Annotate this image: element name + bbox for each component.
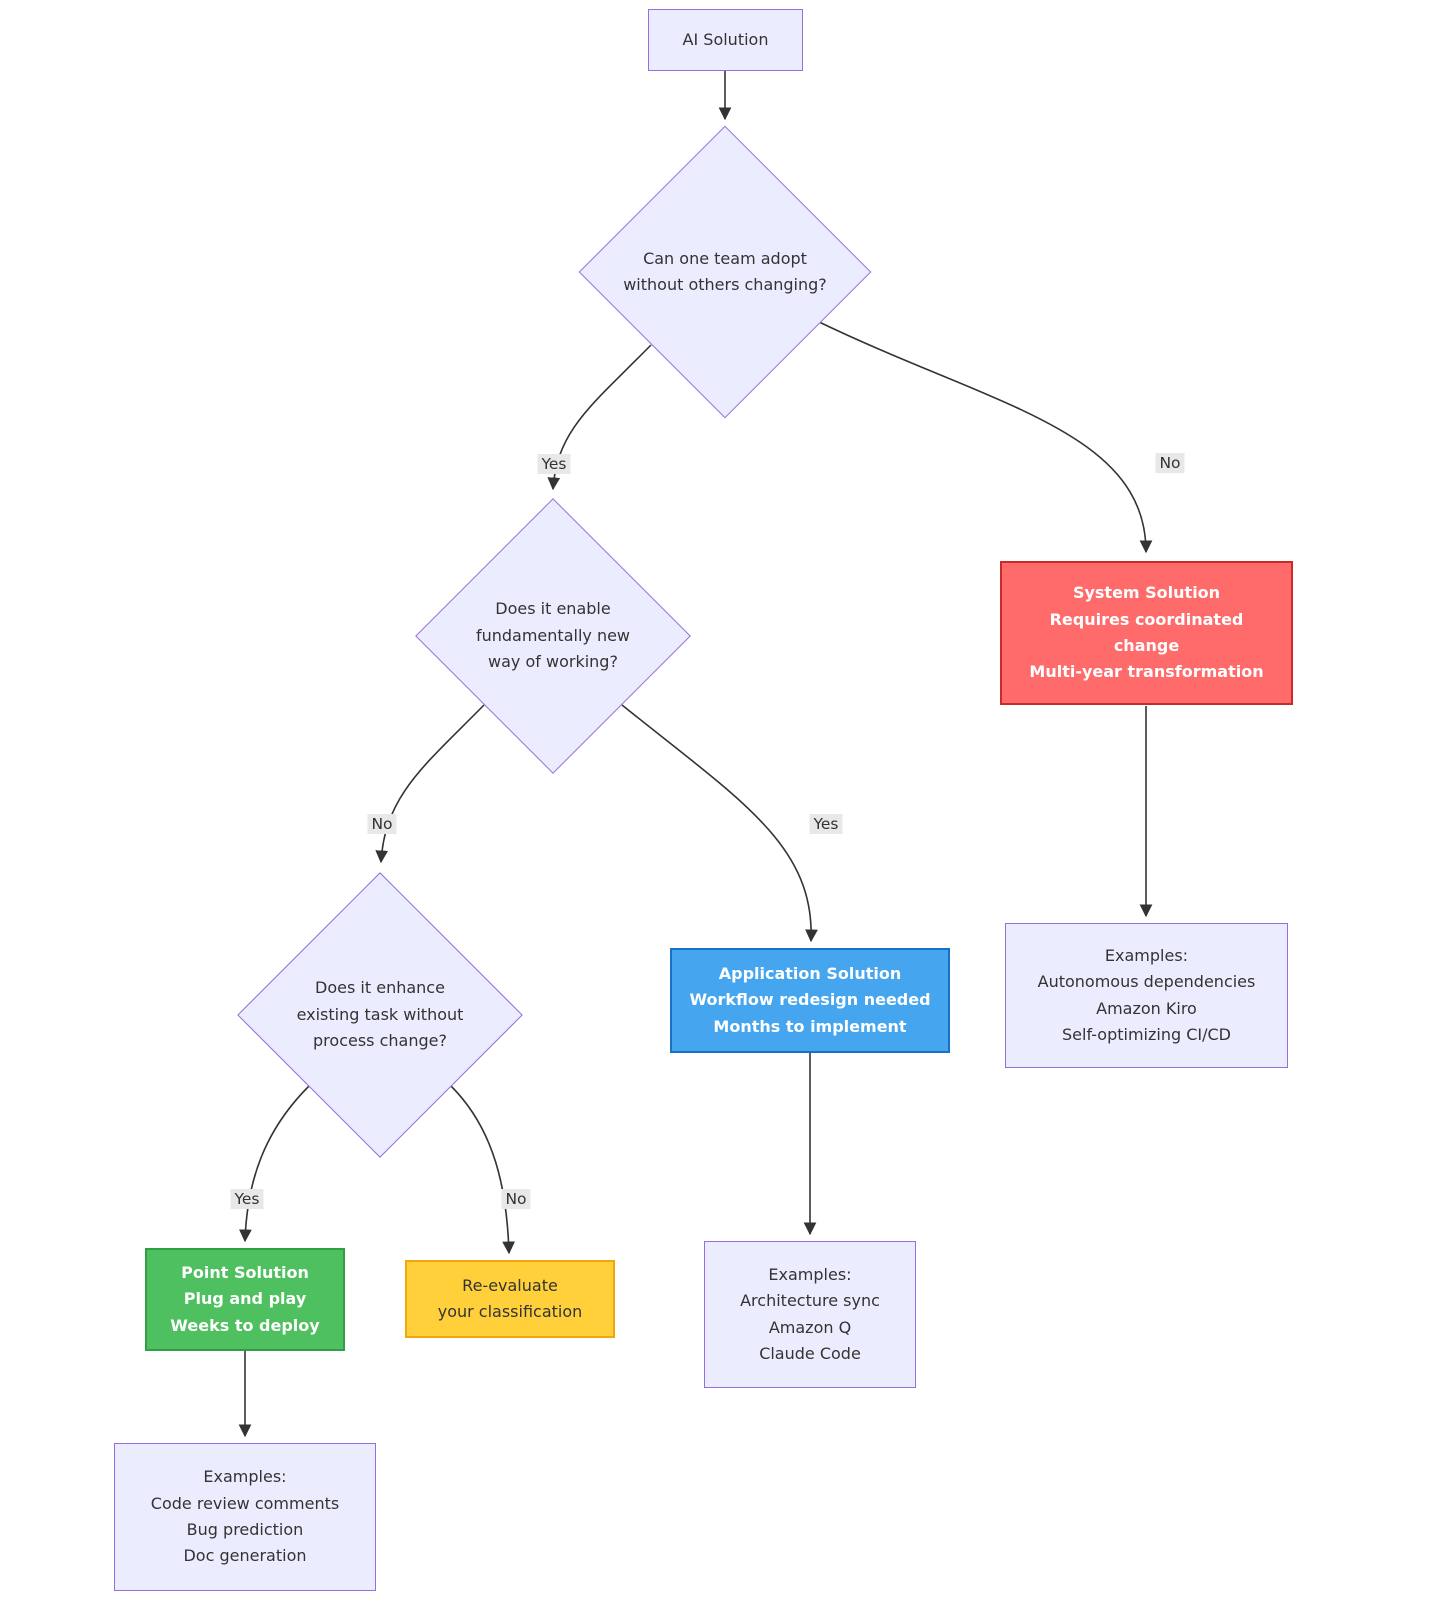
edge-label-q2-yes: Yes <box>809 814 843 834</box>
node-ai-solution: AI Solution <box>648 9 803 71</box>
edge-label-q1-no: No <box>1155 453 1185 473</box>
decision-one-team-adopt: Can one team adopt without others changi… <box>577 125 873 419</box>
decision-new-way-of-working: Does it enable fundamentally new way of … <box>415 498 691 774</box>
node-system-solution: System Solution Requires coordinated cha… <box>1000 561 1293 705</box>
node-point-solution-label: Point Solution Plug and play Weeks to de… <box>170 1262 320 1335</box>
node-system-solution-label: System Solution Requires coordinated cha… <box>1029 583 1264 682</box>
edge-label-q1-yes: Yes <box>537 454 571 474</box>
node-point-examples: Examples: Code review comments Bug predi… <box>114 1443 376 1591</box>
edge-label-q2-no: No <box>367 814 397 834</box>
node-ai-solution-label: AI Solution <box>682 29 769 49</box>
node-application-examples-label: Examples: Architecture sync Amazon Q Cla… <box>740 1264 880 1363</box>
node-application-solution-label: Application Solution Workflow redesign n… <box>689 963 931 1036</box>
node-reevaluate: Re-evaluate your classification <box>405 1260 615 1338</box>
decision-one-team-adopt-label: Can one team adopt without others changi… <box>623 248 827 294</box>
node-application-examples: Examples: Architecture sync Amazon Q Cla… <box>704 1241 916 1388</box>
decision-new-way-of-working-label: Does it enable fundamentally new way of … <box>475 599 631 672</box>
node-reevaluate-label: Re-evaluate your classification <box>437 1275 583 1321</box>
edge-label-q3-no: No <box>501 1189 531 1209</box>
decision-enhance-existing-task-label: Does it enhance existing task without pr… <box>296 978 464 1051</box>
node-system-examples-label: Examples: Autonomous dependencies Amazon… <box>1037 945 1256 1044</box>
node-point-solution: Point Solution Plug and play Weeks to de… <box>145 1248 345 1351</box>
edge-label-q3-yes: Yes <box>230 1189 264 1209</box>
node-point-examples-label: Examples: Code review comments Bug predi… <box>150 1467 340 1566</box>
node-system-examples: Examples: Autonomous dependencies Amazon… <box>1005 923 1288 1068</box>
decision-enhance-existing-task: Does it enhance existing task without pr… <box>237 871 523 1159</box>
node-application-solution: Application Solution Workflow redesign n… <box>670 948 950 1053</box>
